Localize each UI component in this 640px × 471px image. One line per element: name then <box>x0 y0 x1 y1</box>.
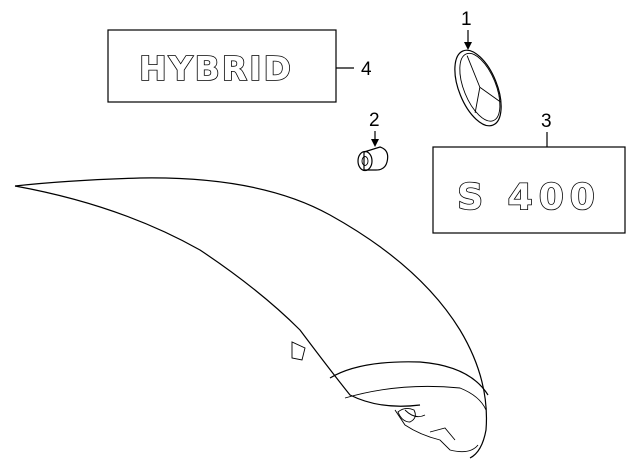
trunk-lid-latch-area <box>394 409 479 453</box>
hybrid-emblem-plate <box>107 29 337 103</box>
callout-arrow-2 <box>371 139 379 147</box>
callout-1: 1 <box>461 9 472 30</box>
callout-4: 4 <box>361 59 372 80</box>
grommet-face <box>357 150 373 172</box>
model-emblem-text: S 400 <box>457 177 601 218</box>
trunk-lid-rear-lip <box>329 361 489 396</box>
grommet: 2 <box>357 110 389 172</box>
model-emblem: 3 S 400 <box>432 111 626 234</box>
star-emblem: 1 <box>454 9 502 127</box>
callout-3: 3 <box>541 111 552 132</box>
trunk-lid <box>14 177 489 459</box>
star-emblem-inner <box>459 52 501 122</box>
callout-2: 2 <box>369 110 380 131</box>
hybrid-emblem-text: HYBRID <box>139 49 293 88</box>
star-emblem-outer <box>454 49 502 127</box>
model-emblem-plate <box>432 146 626 234</box>
trunk-lid-inner-curve <box>14 185 421 407</box>
grommet-body <box>363 146 389 171</box>
grommet-hole <box>361 156 369 166</box>
star-emblem-arms <box>466 55 502 113</box>
trunk-lid-hinge <box>291 341 306 361</box>
trunk-lid-latch <box>397 407 416 423</box>
trunk-lid-lip-inner <box>344 385 487 411</box>
trunk-lid-outline <box>14 177 488 459</box>
callout-arrow-1 <box>464 42 472 50</box>
hybrid-emblem: HYBRID 4 <box>107 29 372 103</box>
